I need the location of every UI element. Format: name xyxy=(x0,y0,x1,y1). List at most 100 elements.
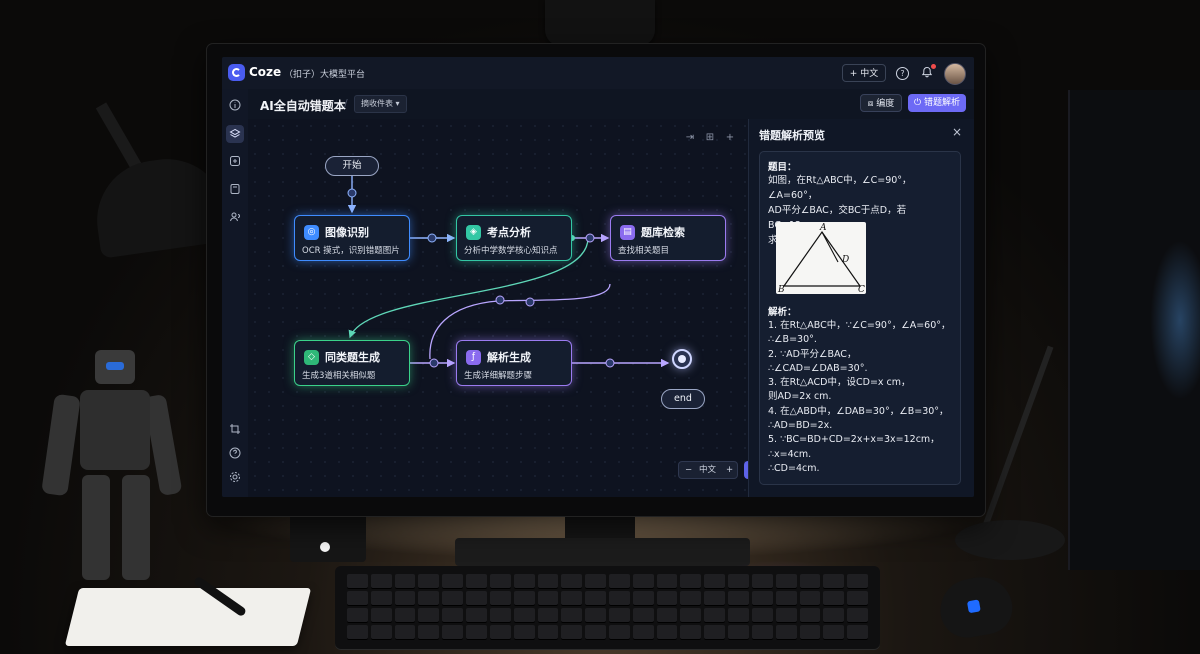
node-title: 解析生成 xyxy=(487,351,531,364)
step-line: 5. ∵BC=BD+CD=2x+x=3x=12cm， xyxy=(768,434,940,446)
crop-icon[interactable] xyxy=(228,423,242,437)
node-desc: 生成详细解题步骤 xyxy=(464,371,533,381)
port[interactable] xyxy=(495,295,505,305)
plugin-icon[interactable] xyxy=(228,155,242,169)
bulb-icon: ◇ xyxy=(304,350,319,365)
brand-name: Coze xyxy=(249,65,282,79)
node-title: 同类题生成 xyxy=(325,351,380,364)
settings-icon[interactable] xyxy=(228,471,242,485)
end-node-circle[interactable] xyxy=(672,349,692,369)
node-image-recognition[interactable]: ◎ 图像识别 OCR 摸式，识别错题图片 xyxy=(294,215,410,261)
port[interactable] xyxy=(605,358,615,368)
triangle-figure: A D B C xyxy=(776,222,866,295)
pc-case xyxy=(1068,90,1200,570)
workflow-title: AI全自动错题本 xyxy=(260,99,346,113)
zoom-in-button[interactable]: + xyxy=(726,465,734,475)
port[interactable] xyxy=(525,297,535,307)
port[interactable] xyxy=(347,188,357,198)
node-analysis-generation[interactable]: ƒ 解析生成 生成详细解题步骤 xyxy=(456,340,572,386)
breadcrumb-dropdown[interactable]: 摘收件表 ▾ xyxy=(354,95,407,113)
step-line: 4. 在△ABD中，∠DAB=30°，∠B=30°， xyxy=(768,405,949,417)
coze-logo-icon[interactable] xyxy=(228,64,245,81)
node-title: 考点分析 xyxy=(487,226,531,239)
cube-icon: ◈ xyxy=(466,225,481,240)
workflow-header: AI全自动错题本 / 摘收件表 ▾ ⧈ 编度 ⏻ 错题解析 xyxy=(248,89,974,120)
preview-panel: 错题解析预览 × 题目： 如图，在Rt△ABC中，∠C=90°，∠A=60°， … xyxy=(748,119,974,497)
robot-figure xyxy=(40,350,183,590)
camera-icon: ◎ xyxy=(304,225,319,240)
figure-label-c: C xyxy=(858,285,865,294)
bell-icon[interactable] xyxy=(920,66,934,80)
figure-label-b: B xyxy=(777,285,785,294)
help-icon[interactable] xyxy=(228,447,242,461)
question-label: 题目： xyxy=(768,162,797,173)
notification-dot xyxy=(931,64,936,69)
figure-label-d: D xyxy=(841,255,849,265)
figure-label-a: A xyxy=(819,223,827,233)
bolt-icon: ⏻ xyxy=(914,98,924,108)
layout-icon[interactable]: ⊞ xyxy=(705,132,715,143)
plus-icon: + xyxy=(849,69,858,79)
port[interactable] xyxy=(585,233,595,243)
edit-button[interactable]: ⧈ 编度 xyxy=(860,94,902,112)
node-title: 题库检索 xyxy=(641,226,685,239)
panel-title: 错题解析预览 xyxy=(759,129,825,142)
start-node[interactable]: 开始 xyxy=(325,156,379,176)
zoom-control: − 中文 + xyxy=(678,461,738,479)
save-icon[interactable] xyxy=(228,183,242,197)
monitor-stand-base xyxy=(455,538,750,566)
app-screen: Coze （扣子）大模型平台 +中文 ? xyxy=(222,57,974,497)
close-icon[interactable]: × xyxy=(952,125,963,139)
node-similar-generation[interactable]: ◇ 同类题生成 生成3道相关相似题 xyxy=(294,340,410,386)
node-desc: 分析中学数学核心知识点 xyxy=(464,246,558,256)
step-line: 2. ∵AD平分∠BAC， xyxy=(768,348,857,360)
node-desc: OCR 摸式，识别错题图片 xyxy=(302,246,400,256)
step-line: 则AD=2x cm. xyxy=(768,391,832,403)
info-icon[interactable] xyxy=(228,99,242,113)
arrow-icon[interactable]: ⇥ xyxy=(685,132,695,143)
users-icon[interactable] xyxy=(228,211,242,225)
step-line: ∴CD=4cm. xyxy=(768,462,820,474)
brand-subtitle: （扣子）大模型平台 xyxy=(284,70,366,80)
function-icon: ƒ xyxy=(466,350,481,365)
help-icon[interactable]: ? xyxy=(896,67,909,80)
step-line: ∴∠B=30°. xyxy=(768,334,817,346)
step-line: 3. 在Rt△ACD中，设CD=x cm， xyxy=(768,377,911,389)
webcam xyxy=(545,0,655,46)
speaker xyxy=(290,512,366,562)
parse-button[interactable]: ⏻ 错题解析 xyxy=(908,94,966,112)
edit-icon: ⧈ xyxy=(867,99,877,109)
add-icon[interactable]: + xyxy=(725,132,735,143)
breadcrumb-separator: / xyxy=(344,97,348,110)
workflow-canvas[interactable]: ⇥ ⊞ + xyxy=(248,119,773,497)
sidebar xyxy=(222,89,249,497)
zoom-label: 中文 xyxy=(699,465,717,475)
port[interactable] xyxy=(427,233,437,243)
step-line: ∴AD=BD=2x. xyxy=(768,420,833,432)
keyboard xyxy=(335,566,880,650)
connections xyxy=(347,176,670,368)
node-topic-analysis[interactable]: ◈ 考点分析 分析中学数学核心知识点 xyxy=(456,215,572,261)
port[interactable] xyxy=(429,358,439,368)
analysis-steps: 1. 在Rt△ABC中，∵∠C=90°，∠A=60°， ∴∠B=30°. 2. … xyxy=(768,319,958,476)
node-desc: 查找相关题目 xyxy=(618,246,670,256)
node-title: 图像识别 xyxy=(325,226,369,239)
zoom-out-button[interactable]: − xyxy=(685,465,693,475)
layers-icon[interactable] xyxy=(226,125,244,143)
notebook xyxy=(64,588,312,646)
question-card: 题目： 如图，在Rt△ABC中，∠C=90°，∠A=60°， AD平分∠BAC，… xyxy=(759,151,961,485)
question-line: 如图，在Rt△ABC中，∠C=90°，∠A=60°， xyxy=(768,175,912,201)
step-line: ∴∠CAD=∠DAB=30°. xyxy=(768,362,868,374)
avatar[interactable] xyxy=(944,63,966,85)
step-line: ∴x=4cm. xyxy=(768,448,812,460)
camera-stand xyxy=(955,280,1065,580)
node-bank-search[interactable]: ▤ 题库检索 查找相关题目 xyxy=(610,215,726,261)
mouse xyxy=(935,572,1017,642)
node-desc: 生成3道相关相似题 xyxy=(302,371,376,381)
analysis-label: 解析： xyxy=(768,307,797,318)
end-node[interactable]: end xyxy=(661,389,705,409)
language-button[interactable]: +中文 xyxy=(842,64,886,82)
step-line: 1. 在Rt△ABC中，∵∠C=90°，∠A=60°， xyxy=(768,320,951,331)
database-icon: ▤ xyxy=(620,225,635,240)
